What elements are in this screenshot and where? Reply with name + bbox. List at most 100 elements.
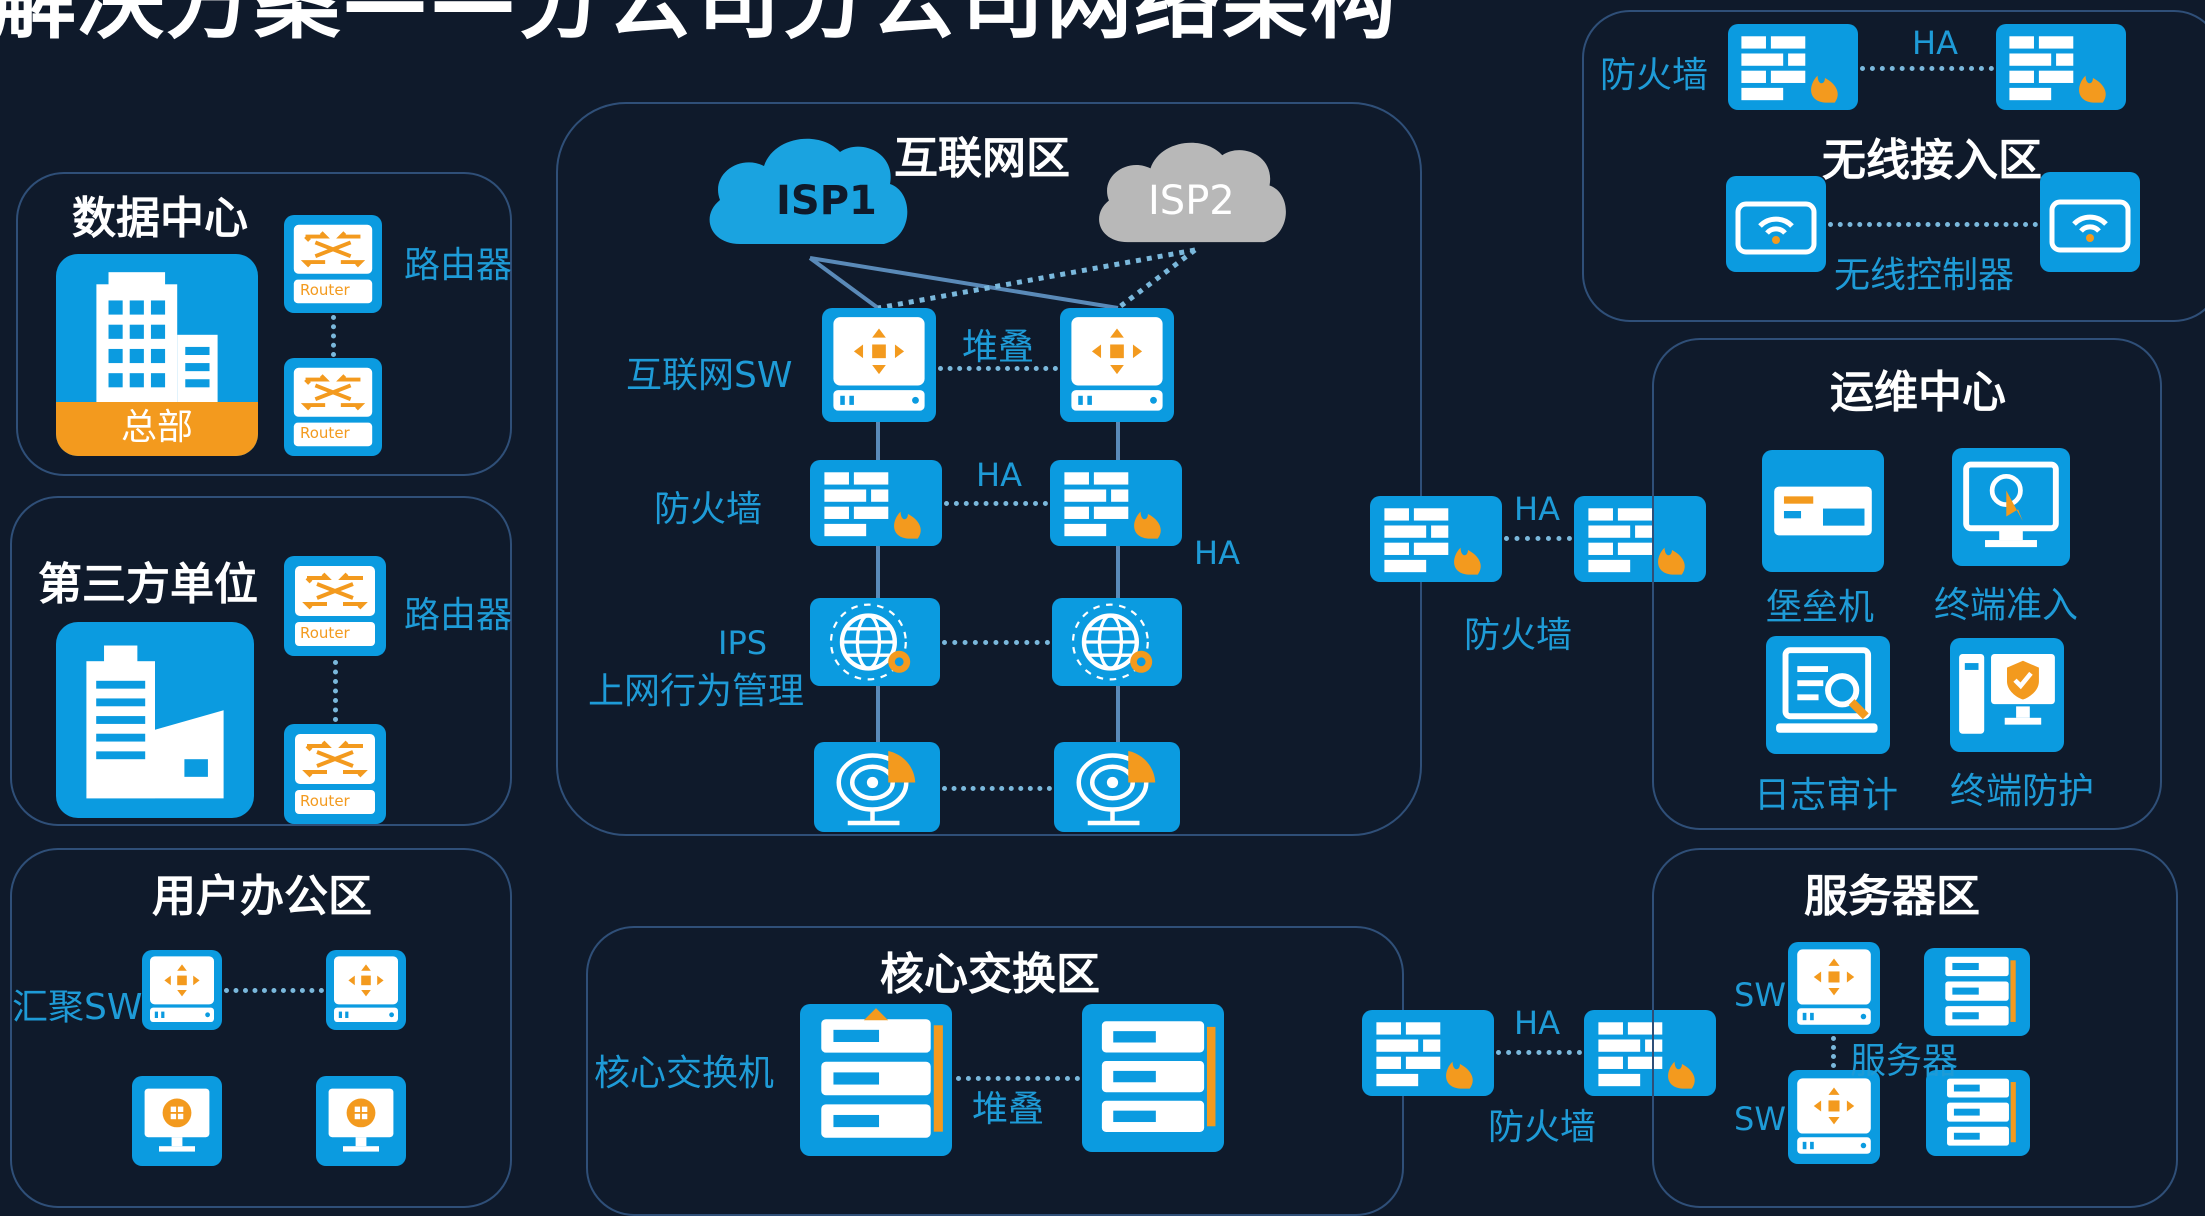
dc-router-1-icon[interactable]: Router bbox=[284, 215, 382, 313]
wireless-ha-label: HA bbox=[1912, 24, 1958, 62]
radar-link bbox=[942, 786, 1052, 791]
core-switch-label: 核心交换机 bbox=[594, 1053, 775, 1094]
mid-fw-label: 防火墙 bbox=[1464, 615, 1573, 656]
server-2-icon[interactable] bbox=[1926, 1070, 2030, 1156]
internet-fw-2-icon[interactable] bbox=[1050, 460, 1182, 546]
internet-fw-ha-link bbox=[944, 501, 1048, 506]
internet-title: 互联网区 bbox=[894, 133, 1070, 184]
wifi-2-icon[interactable] bbox=[2040, 172, 2140, 272]
zone-wireless bbox=[1582, 10, 2205, 322]
office-sw-1-icon[interactable] bbox=[142, 950, 222, 1030]
isp2-label: ISP2 bbox=[1148, 178, 1235, 224]
isp1-cloud-icon bbox=[709, 138, 908, 244]
router-text: Router bbox=[300, 424, 350, 442]
office-pc-1-icon[interactable] bbox=[132, 1076, 222, 1166]
tp-router-link bbox=[333, 660, 338, 722]
low-fw-1-icon[interactable] bbox=[1362, 1010, 1494, 1096]
wireless-fw-1-icon[interactable] bbox=[1728, 24, 1858, 110]
server-sw-1-icon[interactable] bbox=[1788, 942, 1880, 1034]
office-sw-link bbox=[224, 988, 324, 993]
server-sw-2-icon[interactable] bbox=[1788, 1070, 1880, 1164]
router-text: Router bbox=[300, 281, 350, 299]
server-sw-link bbox=[1831, 1036, 1836, 1068]
nac-label: 终端准入 bbox=[1934, 585, 2079, 626]
tp-router-label: 路由器 bbox=[404, 595, 513, 636]
zone-ops bbox=[1652, 338, 2162, 830]
audit-label: 日志审计 bbox=[1754, 775, 1899, 816]
dc-router-link bbox=[331, 315, 336, 357]
radar-1-icon[interactable] bbox=[814, 742, 940, 832]
tp-router-2-icon[interactable]: Router bbox=[284, 724, 386, 824]
mid-fw-2-icon[interactable] bbox=[1574, 496, 1706, 582]
internet-sw-1-icon[interactable] bbox=[822, 308, 936, 422]
low-fw-ha-label: HA bbox=[1514, 1004, 1560, 1042]
mid-fw-1-icon[interactable] bbox=[1370, 496, 1502, 582]
server-label: 服务器 bbox=[1850, 1041, 1959, 1082]
wireless-ctrl-label: 无线控制器 bbox=[1834, 255, 2015, 296]
radar-2-icon[interactable] bbox=[1054, 742, 1180, 832]
datacenter-title: 数据中心 bbox=[72, 193, 248, 244]
dc-router-label: 路由器 bbox=[404, 245, 513, 286]
zone-thirdparty bbox=[10, 496, 512, 826]
office-title: 用户办公区 bbox=[152, 871, 372, 922]
internet-sw-2-icon[interactable] bbox=[1060, 308, 1174, 422]
wireless-fw-label: 防火墙 bbox=[1600, 55, 1709, 96]
ips-1-icon[interactable] bbox=[810, 598, 940, 686]
isp2-cloud-icon bbox=[1099, 142, 1286, 243]
server-sw-2-label: SW bbox=[1734, 1100, 1786, 1138]
mid-fw-ha-link bbox=[1504, 536, 1572, 541]
office-sw-2-icon[interactable] bbox=[326, 950, 406, 1030]
page-title: 解决方案——分公司分公司网络架构 bbox=[0, 0, 1398, 51]
router-text: Router bbox=[300, 624, 350, 642]
thirdparty-building-icon bbox=[56, 622, 254, 818]
hq-building-icon: 总部 bbox=[56, 254, 258, 456]
hq-label-bar bbox=[56, 402, 258, 456]
wifi-1-icon[interactable] bbox=[1726, 176, 1826, 272]
server-sw-1-label: SW bbox=[1734, 976, 1786, 1014]
core-sw-2-icon[interactable] bbox=[1082, 1004, 1224, 1152]
internet-ha-side-label: HA bbox=[1194, 534, 1240, 572]
mid-fw-ha-label: HA bbox=[1514, 490, 1560, 528]
ips-2-icon[interactable] bbox=[1052, 598, 1182, 686]
agg-sw-label: 汇聚SW bbox=[12, 987, 143, 1028]
ips-label: IPS bbox=[718, 624, 768, 662]
wireless-title: 无线接入区 bbox=[1822, 135, 2042, 186]
hq-label: 总部 bbox=[120, 407, 193, 448]
endpoint-label: 终端防护 bbox=[1950, 771, 2095, 812]
internet-fw-1-icon[interactable] bbox=[810, 460, 942, 546]
dc-router-2-icon[interactable]: Router bbox=[284, 358, 382, 456]
server-1-icon[interactable] bbox=[1924, 948, 2030, 1036]
ops-title: 运维中心 bbox=[1830, 367, 2006, 418]
audit-icon[interactable] bbox=[1766, 636, 1890, 754]
ips-link bbox=[942, 640, 1050, 645]
core-stack-link bbox=[956, 1076, 1080, 1081]
bastion-icon[interactable] bbox=[1762, 450, 1884, 572]
server-title: 服务器区 bbox=[1804, 871, 1980, 922]
core-title: 核心交换区 bbox=[880, 949, 1100, 1000]
nac-icon[interactable] bbox=[1952, 448, 2070, 566]
core-stack-label: 堆叠 bbox=[972, 1089, 1045, 1130]
internet-fw-ha-label: HA bbox=[976, 456, 1022, 494]
wireless-fw-ha-link bbox=[1860, 66, 1994, 71]
low-fw-ha-link bbox=[1496, 1050, 1582, 1055]
internet-sw-stack-label: 堆叠 bbox=[962, 327, 1035, 368]
internet-sw-label: 互联网SW bbox=[626, 355, 793, 396]
isp1-label: ISP1 bbox=[776, 178, 877, 224]
office-pc-2-icon[interactable] bbox=[316, 1076, 406, 1166]
zone-datacenter bbox=[16, 172, 512, 476]
bastion-label: 堡垒机 bbox=[1766, 587, 1875, 628]
wireless-fw-2-icon[interactable] bbox=[1996, 24, 2126, 110]
zone-internet bbox=[556, 102, 1422, 836]
wifi-link bbox=[1828, 222, 2038, 227]
low-fw-2-icon[interactable] bbox=[1584, 1010, 1716, 1096]
thirdparty-title: 第三方单位 bbox=[38, 559, 258, 610]
behavior-mgmt-label: 上网行为管理 bbox=[588, 671, 805, 712]
endpoint-icon[interactable] bbox=[1950, 638, 2064, 752]
internet-sw-stack-link bbox=[938, 366, 1058, 371]
router-text: Router bbox=[300, 792, 350, 810]
core-sw-1-icon[interactable] bbox=[800, 1004, 952, 1156]
internet-fw-label: 防火墙 bbox=[654, 489, 763, 530]
tp-router-1-icon[interactable]: Router bbox=[284, 556, 386, 656]
low-fw-label: 防火墙 bbox=[1488, 1107, 1597, 1148]
